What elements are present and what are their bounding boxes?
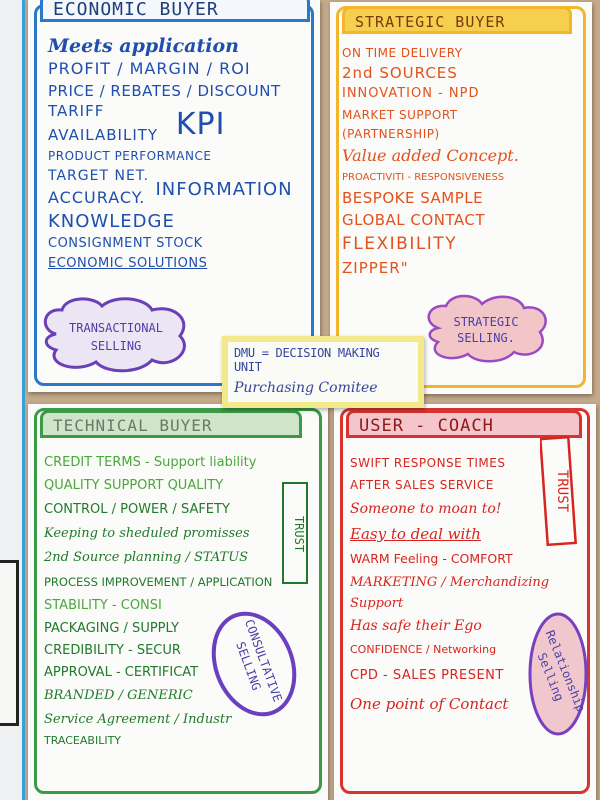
cloud-label-line2: SELLING — [91, 339, 142, 353]
relationship-selling-ellipse: Relationship Selling — [528, 612, 588, 736]
technical-buyer-list: CREDIT TERMS - Support liability QUALITY… — [44, 452, 318, 750]
strategic-selling-cloud: STRATEGIC SELLING. — [427, 294, 547, 363]
list-item: ON TIME DELIVERY — [342, 46, 463, 60]
list-item: TARIFF — [48, 102, 105, 120]
consultative-selling-ellipse: CONSULTATIVE SELLING — [211, 611, 297, 717]
dmu-purchasing-committee: Purchasing Comitee — [234, 380, 378, 396]
list-item: 2nd Source planning / STATUS — [44, 550, 249, 565]
list-item: One point of Contact — [350, 695, 509, 713]
strategic-buyer-title: STRATEGIC BUYER — [342, 6, 572, 34]
user-coach-list: SWIFT RESPONSE TIMES AFTER SALES SERVICE… — [350, 452, 586, 718]
strategic-buyer-list: ON TIME DELIVERY 2nd SOURCES INNOVATION … — [342, 44, 582, 279]
list-item: INNOVATION - NPD — [342, 86, 480, 101]
list-item: AVAILABILITY KPI — [48, 110, 310, 146]
list-item: AFTER SALES SERVICE — [350, 478, 494, 492]
list-item: CONTROL / POWER / SAFETY — [44, 502, 230, 517]
information-text: INFORMATION — [155, 179, 293, 200]
user-coach-frame — [340, 408, 590, 794]
list-item: Support — [350, 596, 404, 611]
list-item: Keeping to sheduled promisses — [44, 526, 250, 541]
economic-buyer-card: ECONOMIC BUYER Meets application PROFIT … — [28, 0, 320, 392]
wall-left-frame — [0, 560, 19, 726]
list-item: STABILITY - CONSI — [44, 598, 162, 613]
list-item: (PARTNERSHIP) — [342, 127, 440, 141]
list-item: PACKAGING / SUPPLY — [44, 621, 179, 636]
cloud-label-line2: SELLING. — [457, 331, 515, 345]
list-item: QUALITY SUPPORT QUALITY — [44, 478, 224, 493]
technical-buyer-card: TECHNICAL BUYER CREDIT TERMS - Support l… — [28, 404, 328, 800]
cloud-outline — [427, 294, 547, 363]
user-coach-title: USER - COACH — [346, 410, 582, 438]
ellipse-outline — [528, 612, 588, 736]
list-item: BESPOKE SAMPLE — [342, 189, 484, 207]
list-item: SWIFT RESPONSE TIMES — [350, 456, 506, 470]
list-item: MARKETING / Merchandizing — [350, 575, 550, 590]
list-item: APPROVAL - CERTIFICAT — [44, 665, 199, 680]
list-item: Meets application — [48, 35, 239, 57]
list-item: Value added Concept. — [342, 146, 519, 165]
transactional-selling-cloud: TRANSACTIONAL SELLING — [44, 297, 186, 373]
kpi-text: KPI — [175, 107, 226, 142]
trust-box-outline — [540, 435, 577, 547]
list-item: KNOWLEDGE — [48, 211, 175, 232]
trust-label: TRUST — [554, 470, 570, 513]
list-item: CREDIT TERMS - Support liability — [44, 455, 257, 470]
trust-box: TRUST — [282, 482, 308, 584]
dmu-definition: DMU = DECISION MAKING UNIT — [234, 346, 380, 374]
list-item: 2nd SOURCES — [342, 64, 458, 82]
ellipse-outline — [211, 611, 297, 717]
list-item: TRACEABILITY — [44, 734, 122, 747]
list-item: TARGET NET. — [48, 168, 150, 184]
availability-text: AVAILABILITY — [48, 126, 159, 144]
list-item: ZIPPER" — [342, 259, 409, 277]
list-item: PROACTIVITI - RESPONSIVENESS — [342, 172, 505, 183]
trust-box-outline — [282, 482, 308, 584]
list-item: ACCURACY. INFORMATION — [48, 179, 310, 210]
cloud-label-line1: TRANSACTIONAL — [69, 321, 163, 335]
cloud-label-line1: STRATEGIC — [453, 315, 518, 329]
list-item: Easy to deal with — [350, 525, 481, 543]
economic-buyer-title: ECONOMIC BUYER — [40, 0, 310, 22]
list-item: CONFIDENCE / Networking — [350, 643, 497, 656]
list-item: BRANDED / GENERIC — [44, 688, 193, 703]
technical-buyer-frame — [34, 408, 322, 794]
list-item: ECONOMIC SOLUTIONS — [48, 256, 208, 271]
list-item: CREDIBILITY - SECUR — [44, 643, 181, 658]
trust-box: TRUST — [540, 435, 577, 547]
list-item: PROFIT / MARGIN / ROI — [48, 59, 251, 78]
strategic-buyer-card: STRATEGIC BUYER ON TIME DELIVERY 2nd SOU… — [330, 2, 592, 394]
dmu-note-body: DMU = DECISION MAKING UNIT Purchasing Co… — [228, 342, 418, 402]
dmu-sticky-note: DMU = DECISION MAKING UNIT Purchasing Co… — [222, 336, 424, 408]
technical-buyer-title: TECHNICAL BUYER — [40, 410, 302, 438]
list-item: Someone to moan to! — [350, 501, 502, 517]
list-item: FLEXIBILITY — [342, 234, 458, 254]
list-item: CPD - SALES PRESENT — [350, 668, 504, 683]
user-coach-card: USER - COACH SWIFT RESPONSE TIMES AFTER … — [334, 404, 596, 800]
list-item: MARKET SUPPORT — [342, 108, 458, 122]
list-item: Service Agreement / Industr — [44, 712, 232, 727]
economic-buyer-list: Meets application PROFIT / MARGIN / ROI … — [48, 34, 310, 274]
list-item: PROCESS IMPROVEMENT / APPLICATION — [44, 575, 273, 589]
cloud-outline — [44, 297, 186, 373]
list-item: GLOBAL CONTACT — [342, 211, 486, 229]
list-item: WARM Feeling - COMFORT — [350, 551, 513, 566]
list-item: CONSIGNMENT STOCK — [48, 236, 203, 251]
list-item: Has safe their Ego — [350, 618, 482, 634]
list-item: PRICE / REBATES / DISCOUNT — [48, 82, 281, 100]
trust-label: TRUST — [292, 516, 306, 552]
list-item: PRODUCT PERFORMANCE — [48, 149, 212, 163]
accuracy-text: ACCURACY. — [48, 188, 146, 207]
